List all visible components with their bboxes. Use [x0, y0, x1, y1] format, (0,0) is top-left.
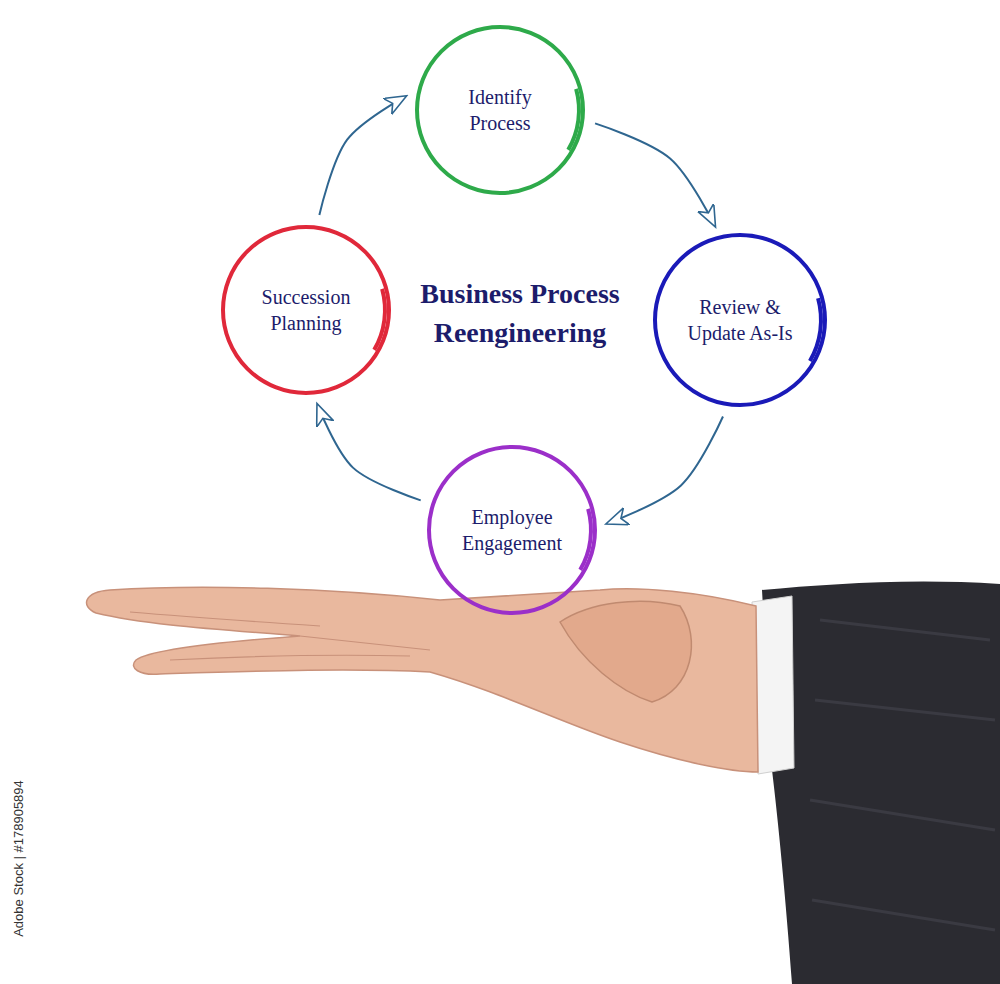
sleeve-texture [810, 620, 995, 930]
sleeve [762, 582, 1000, 984]
circle-stroke [429, 447, 595, 613]
circle-stroke-tail [372, 288, 387, 351]
circle-stroke [655, 235, 825, 405]
process-circle: Succession Planning [220, 224, 392, 396]
circle-outline [652, 232, 828, 408]
palm [87, 587, 758, 772]
circle-label: Identify Process [441, 84, 559, 136]
circle-stroke-tail [566, 88, 581, 151]
text-holder: Identify Process [441, 84, 559, 136]
cycle-arrow [595, 123, 715, 225]
diagram-title: Business Process Reengineering [420, 274, 620, 352]
circle-stroke [417, 27, 583, 193]
circle-stroke-tail [808, 298, 823, 362]
stock-watermark: Adobe Stock | #178905894 [11, 780, 26, 937]
circle-stroke-tail [578, 508, 593, 571]
circle-outline [220, 224, 392, 396]
process-circle: Identify Process [414, 24, 586, 196]
circle-label: Review & Update As-Is [670, 294, 810, 346]
process-circle: Employee Engagement [426, 444, 598, 616]
cycle-arrow [319, 97, 405, 215]
text-holder: Employee Engagement [447, 504, 577, 556]
circle-label: Succession Planning [242, 284, 370, 336]
text-holder: Succession Planning [242, 284, 370, 336]
circle-outline [426, 444, 598, 616]
cycle-arrow [318, 405, 421, 500]
text-holder: Review & Update As-Is [670, 294, 810, 346]
circle-stroke [223, 227, 389, 393]
circle-label: Employee Engagement [447, 504, 577, 556]
circle-outline [414, 24, 586, 196]
process-circle: Review & Update As-Is [652, 232, 828, 408]
finger-creases [130, 612, 430, 660]
cycle-arrow [608, 417, 723, 524]
thumb [560, 601, 691, 702]
